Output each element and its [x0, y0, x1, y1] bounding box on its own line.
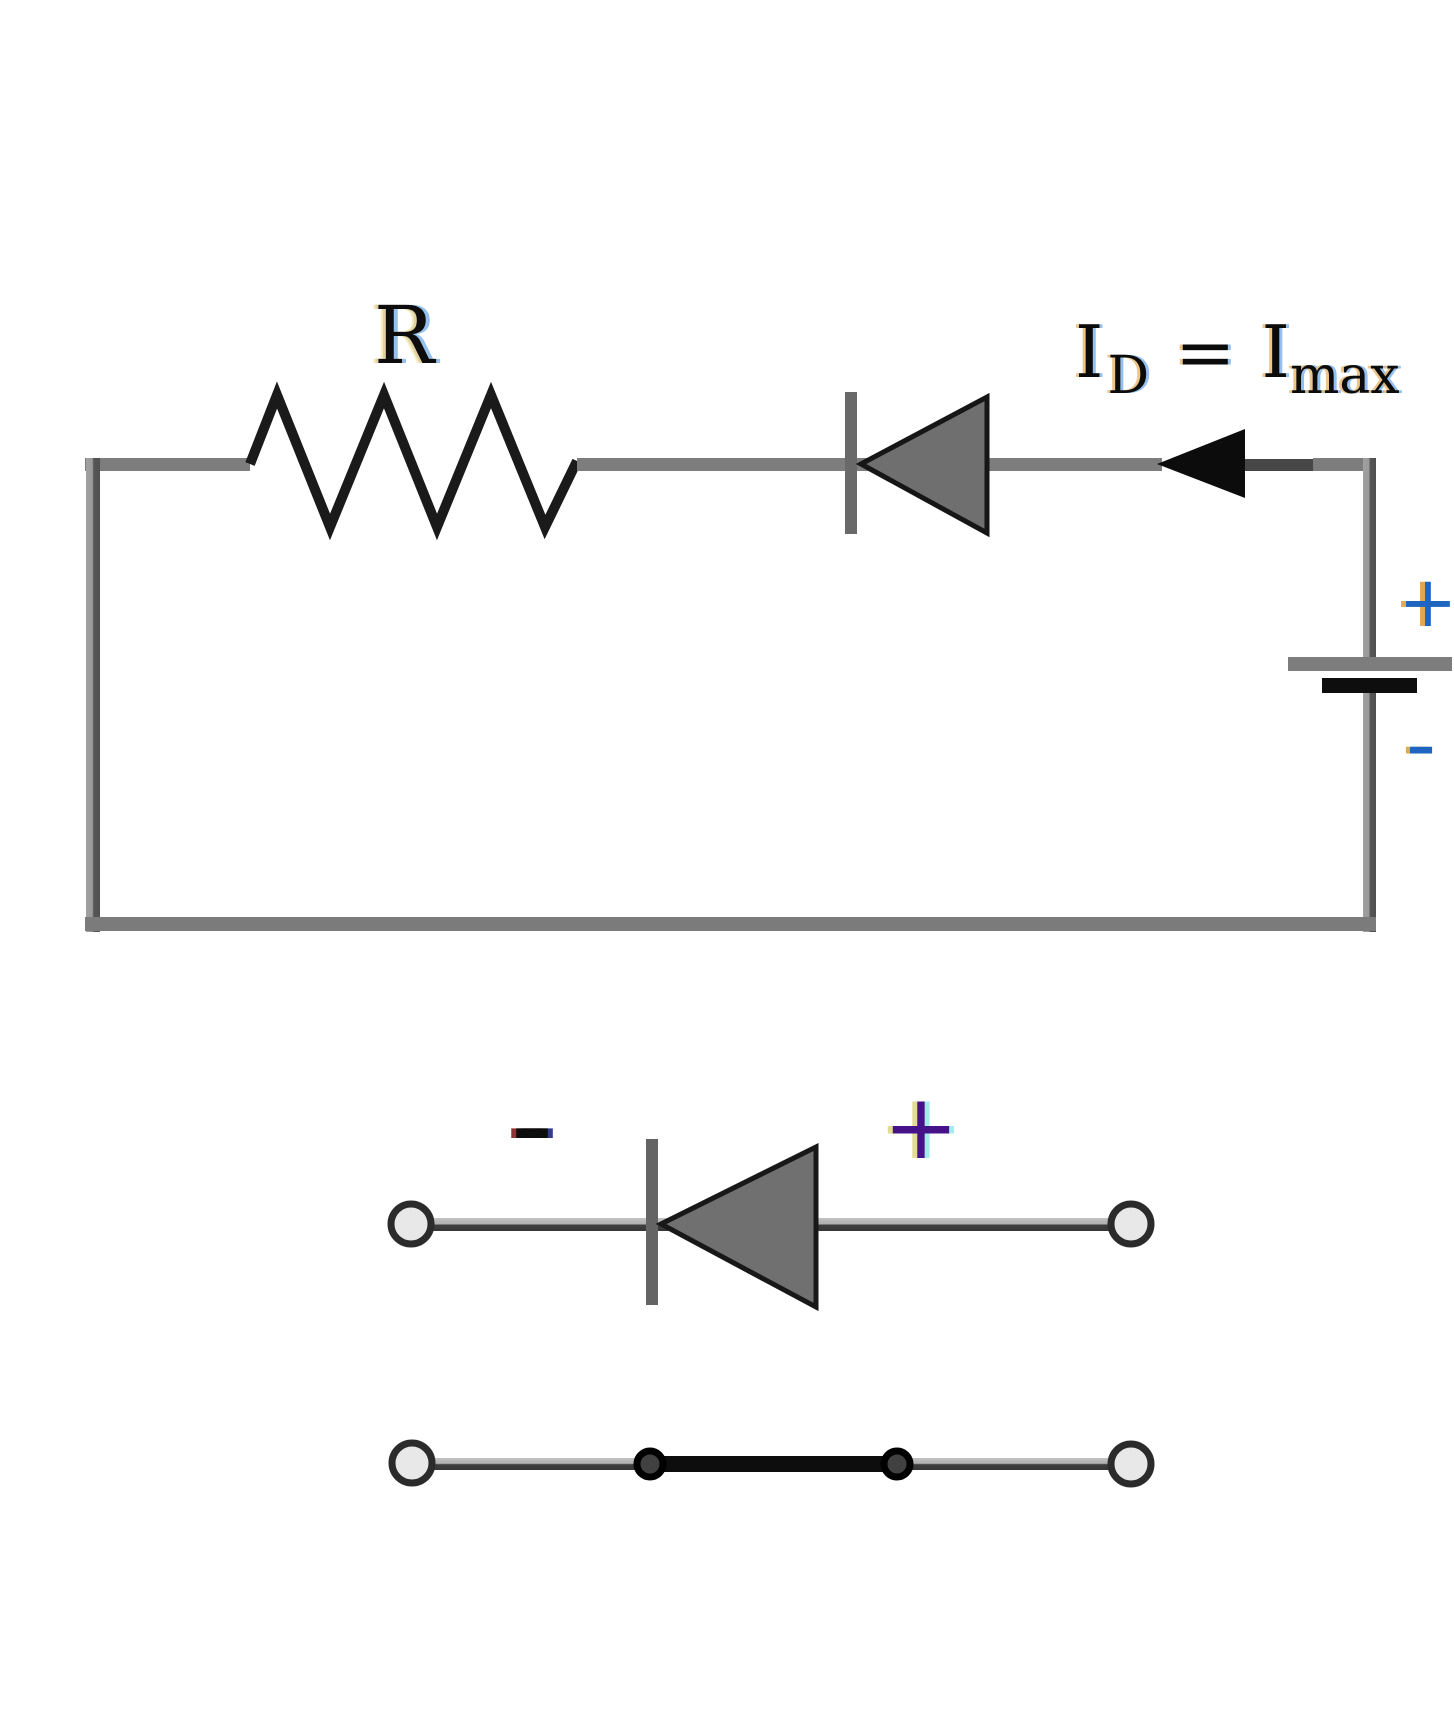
junction-dot-left: [633, 1447, 667, 1481]
diode-cathode-minus-sign: -: [510, 1056, 554, 1195]
max-current-subscript: max: [1289, 346, 1400, 406]
diode-left-terminal: [387, 1200, 435, 1248]
equivalent-left-terminal: [388, 1439, 436, 1487]
diode-anode-plus-sign: +: [883, 1075, 959, 1180]
top-diode-cathode-bar: [845, 392, 857, 534]
diode-symbol-cathode-bar: [646, 1139, 658, 1305]
resistor-zigzag: [245, 381, 582, 541]
battery-short-plate: [1322, 678, 1417, 693]
current-arrowhead-icon: [1157, 429, 1245, 498]
top-circuit: [85, 381, 1452, 932]
resistor-label: R: [374, 289, 435, 382]
left-wire: [86, 458, 100, 932]
diode-right-terminal: [1107, 1200, 1155, 1248]
top-wire-left-segment: [85, 458, 250, 471]
top-wire-right-segment: [1313, 458, 1376, 471]
max-current-symbol: I: [1261, 310, 1290, 394]
short-circuit-equivalent-row: [388, 1439, 1155, 1488]
junction-dot-right: [880, 1447, 914, 1481]
diode-symbol-row: [387, 1139, 1155, 1312]
top-wire-arrow-tail-segment: [1245, 459, 1315, 471]
equals-sign: =: [1175, 310, 1236, 394]
battery-minus-sign: -: [1405, 695, 1437, 793]
current-symbol: I: [1075, 310, 1104, 394]
equivalent-closed-switch-segment: [650, 1456, 897, 1472]
battery-plus-sign: +: [1398, 561, 1454, 643]
equivalent-right-terminal: [1107, 1440, 1155, 1488]
top-diode-triangle: [855, 392, 990, 538]
right-wire-lower: [1363, 692, 1376, 932]
bottom-wire: [85, 917, 1376, 931]
right-wire-upper: [1363, 458, 1376, 659]
diode-symbol-triangle: [655, 1142, 819, 1312]
current-subscript-d: D: [1107, 346, 1150, 406]
battery-long-plate: [1288, 657, 1452, 671]
current-formula: ID=Imax: [1075, 316, 1400, 402]
